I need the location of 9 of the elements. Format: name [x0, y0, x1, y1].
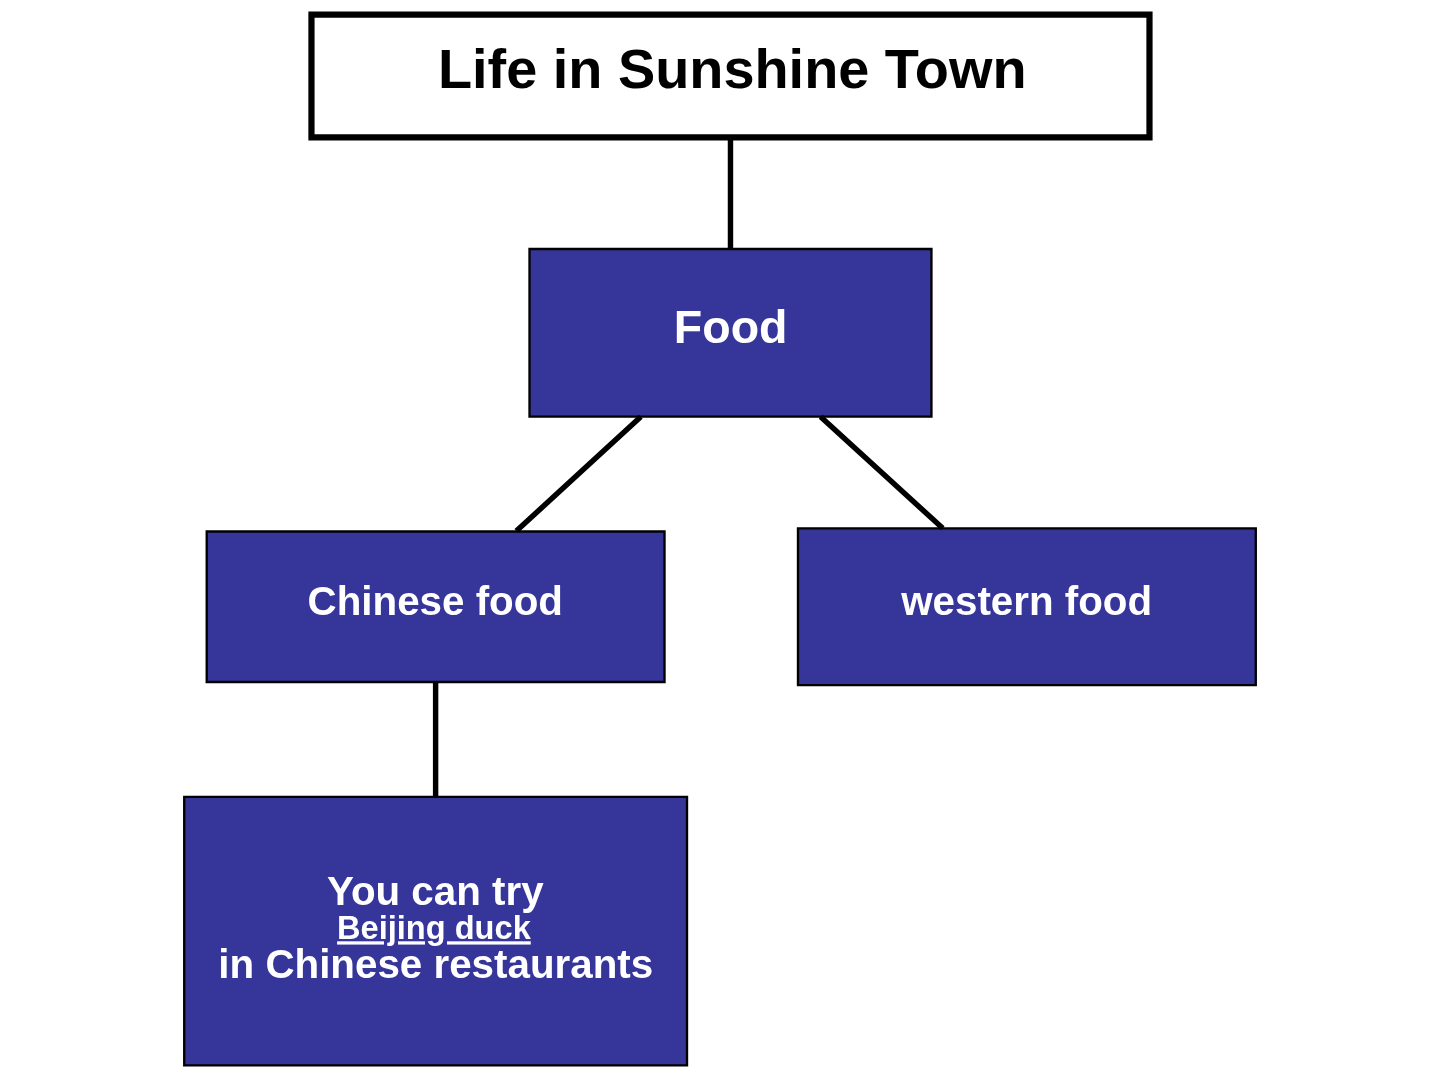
node-box: You can try Beijing duck in Chinese restaurants — [183, 795, 689, 1067]
connector — [727, 137, 734, 249]
connector — [818, 414, 945, 531]
node-box: Life in Sunshine Town — [308, 11, 1153, 141]
node-box: Chinese food — [205, 530, 666, 684]
connector — [514, 414, 643, 534]
connector — [432, 682, 439, 797]
node-box: western food — [796, 527, 1257, 687]
node-box: Food — [528, 247, 933, 418]
